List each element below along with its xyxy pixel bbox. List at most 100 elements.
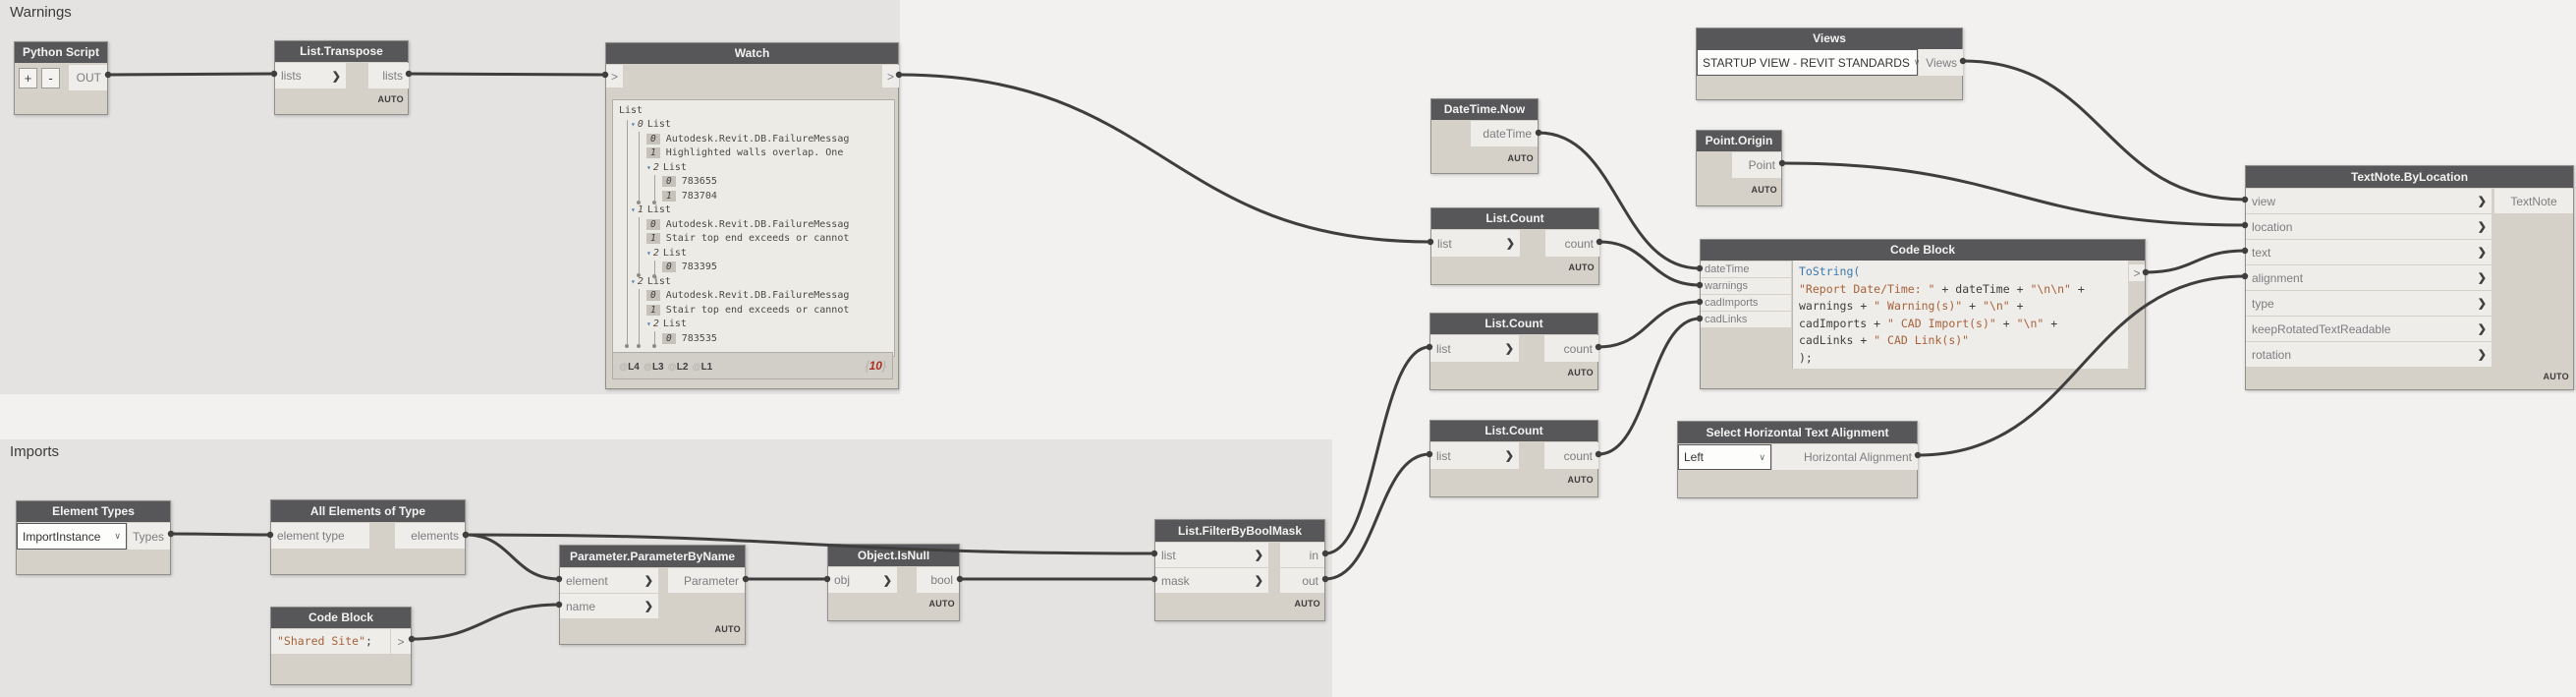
output-port-bool[interactable]: bool — [917, 567, 959, 593]
expand-triangle-icon[interactable]: ▾ — [646, 319, 651, 329]
node-datetime-now[interactable]: DateTime.Now dateTime AUTO — [1430, 98, 1539, 174]
lacing-badge[interactable]: AUTO — [1568, 262, 1595, 272]
wire-code1.out-to-textnote.text[interactable] — [2144, 249, 2247, 274]
wire-watch.out-to-count1.list[interactable] — [897, 73, 1432, 244]
node-title[interactable]: Watch — [606, 43, 898, 64]
node-title[interactable]: Python Script — [15, 42, 107, 63]
node-title[interactable]: List.Count — [1431, 208, 1598, 229]
node-title[interactable]: Element Types — [17, 501, 170, 522]
node-list-count-3[interactable]: List.Count list ❯ count AUTO — [1429, 420, 1598, 497]
node-select-horizontal-text-alignment[interactable]: Select Horizontal Text Alignment Left ∨ … — [1677, 421, 1918, 498]
code-editor[interactable]: ToString("Report Date/Time: " + dateTime… — [1792, 261, 2128, 369]
expand-triangle-icon[interactable]: ▾ — [631, 205, 636, 215]
watch-tree-row[interactable]: List — [613, 103, 894, 118]
level-badge[interactable]: @L4 — [619, 357, 644, 374]
node-title[interactable]: List.FilterByBoolMask — [1155, 520, 1324, 542]
expand-triangle-icon[interactable]: ▾ — [631, 276, 636, 286]
input-port-dateTime[interactable]: dateTime — [1701, 261, 1791, 277]
output-port-out[interactable]: out — [1280, 568, 1324, 593]
output-port-count[interactable]: count — [1545, 230, 1599, 257]
node-all-elements-of-type[interactable]: All Elements of Type element type elemen… — [270, 499, 466, 575]
node-point-origin[interactable]: Point.Origin Point AUTO — [1696, 130, 1782, 206]
input-port-keepRotatedTextReadable[interactable]: keepRotatedTextReadable ❯ — [2246, 317, 2492, 341]
node-title[interactable]: List.Transpose — [275, 41, 408, 62]
views-dropdown[interactable]: STARTUP VIEW - REVIT STANDARDS ∨ — [1697, 49, 1921, 76]
output-port-elements[interactable]: elements — [395, 523, 465, 549]
node-views[interactable]: Views STARTUP VIEW - REVIT STANDARDS ∨ V… — [1696, 28, 1963, 100]
level-badge[interactable]: @L3 — [644, 357, 668, 374]
wire-views.Views-to-textnote.view[interactable] — [1961, 59, 2247, 202]
node-textnote-bylocation[interactable]: TextNote.ByLocation view ❯ location ❯ te… — [2245, 165, 2574, 390]
wire-point.Point-to-textnote.location[interactable] — [1780, 161, 2247, 227]
input-port-cadImports[interactable]: cadImports — [1701, 295, 1791, 311]
input-port-cadLinks[interactable]: cadLinks — [1701, 312, 1791, 327]
expand-triangle-icon[interactable]: ▾ — [646, 248, 651, 258]
expand-triangle-icon[interactable]: ▾ — [631, 120, 636, 130]
input-port-name[interactable]: name ❯ — [560, 594, 658, 618]
output-port[interactable]: > — [2129, 264, 2145, 281]
lacing-badge[interactable]: AUTO — [1567, 368, 1594, 378]
input-port-alignment[interactable]: alignment ❯ — [2246, 265, 2492, 290]
output-port-horizontal-alignment[interactable]: Horizontal Alignment — [1772, 444, 1918, 470]
lacing-badge[interactable]: AUTO — [928, 599, 955, 609]
output-port-lists[interactable]: lists — [368, 63, 409, 88]
node-title[interactable]: All Elements of Type — [271, 500, 465, 522]
wire-count2.count-to-code1.cadImports[interactable] — [1596, 300, 1702, 349]
input-port-text[interactable]: text ❯ — [2246, 240, 2492, 264]
node-title[interactable]: TextNote.ByLocation — [2246, 166, 2573, 188]
node-code-block-shared-site[interactable]: Code Block "Shared Site"; > — [270, 607, 412, 685]
node-title[interactable]: Views — [1697, 29, 1962, 49]
input-port-list[interactable]: list ❯ — [1430, 335, 1519, 362]
watch-footer-bar[interactable]: @L4@L3@L2@L1 { 10 } — [612, 352, 893, 379]
node-list-count-2[interactable]: List.Count list ❯ count AUTO — [1429, 313, 1598, 390]
input-port-location[interactable]: location ❯ — [2246, 214, 2492, 239]
input-port-lists[interactable]: lists ❯ — [275, 63, 346, 88]
output-port[interactable]: > — [391, 629, 411, 654]
node-title[interactable]: List.Count — [1430, 314, 1597, 334]
input-port-view[interactable]: view ❯ — [2246, 189, 2492, 213]
output-port-Views[interactable]: Views — [1919, 49, 1963, 76]
code-editor[interactable]: "Shared Site"; — [271, 629, 390, 654]
lacing-badge[interactable]: AUTO — [1507, 153, 1534, 163]
output-port-TextNote[interactable]: TextNote — [2494, 189, 2573, 213]
lacing-badge[interactable]: AUTO — [714, 624, 741, 634]
wire-filter.out-to-count3.list[interactable] — [1323, 452, 1431, 581]
node-list-transpose[interactable]: List.Transpose lists ❯ lists AUTO — [274, 40, 409, 115]
lacing-badge[interactable]: AUTO — [377, 94, 404, 104]
node-element-types[interactable]: Element Types ImportInstance ∨ Types — [16, 500, 171, 575]
output-port-Parameter[interactable]: Parameter — [668, 568, 745, 593]
node-list-filterbyboolmask[interactable]: List.FilterByBoolMask list ❯ mask ❯ in o… — [1154, 519, 1325, 621]
input-port-type[interactable]: type ❯ — [2246, 291, 2492, 316]
expand-triangle-icon[interactable]: ▾ — [646, 162, 651, 172]
node-title[interactable]: List.Count — [1430, 421, 1597, 441]
input-port-warnings[interactable]: warnings — [1701, 278, 1791, 294]
node-title[interactable]: Select Horizontal Text Alignment — [1678, 422, 1917, 443]
lacing-badge[interactable]: AUTO — [2543, 372, 2569, 381]
wire-filter.in-to-count2.list[interactable] — [1323, 345, 1431, 555]
remove-input-button[interactable]: - — [41, 68, 60, 88]
output-port-Types[interactable]: Types — [128, 523, 170, 550]
add-input-button[interactable]: + — [19, 68, 37, 88]
input-port-element-type[interactable]: element type — [271, 523, 369, 549]
level-badge[interactable]: @L2 — [668, 357, 693, 374]
output-port[interactable]: > — [882, 65, 899, 87]
lacing-levels[interactable]: @L4@L3@L2@L1 — [619, 357, 716, 375]
node-title[interactable]: Code Block — [1701, 240, 2145, 261]
alignment-dropdown[interactable]: Left ∨ — [1678, 444, 1771, 470]
output-port-Point[interactable]: Point — [1732, 152, 1781, 178]
output-port-count[interactable]: count — [1544, 442, 1598, 469]
node-python-script[interactable]: Python Script + - OUT — [14, 41, 108, 115]
